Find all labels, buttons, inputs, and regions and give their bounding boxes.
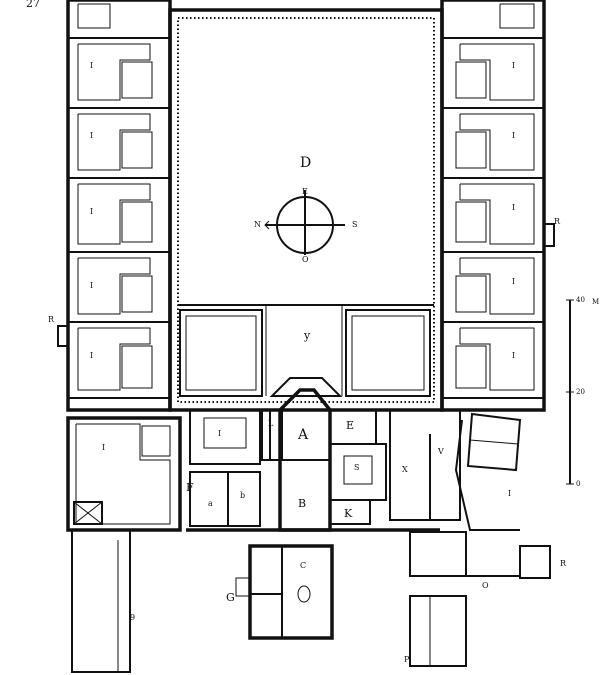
room-9-label: 9 xyxy=(130,613,136,622)
room-v-label: V xyxy=(438,447,444,456)
cell-mark: I xyxy=(218,429,222,438)
compass-east: E xyxy=(302,187,308,196)
room-g-label: G xyxy=(226,591,235,604)
cell-mark: I xyxy=(512,203,516,212)
latrine-towers xyxy=(57,223,555,579)
cell-mark: I xyxy=(102,443,106,452)
room-a-small-label: a xyxy=(208,499,213,508)
hall-a-label: A xyxy=(298,427,309,443)
scale-tick-0: 0 xyxy=(576,480,581,488)
room-e-label: E xyxy=(346,419,355,432)
room-c-label: C xyxy=(300,561,307,570)
east-service-rooms xyxy=(329,409,461,525)
room-x-label: X xyxy=(402,465,408,474)
room-f-label: F xyxy=(186,481,194,494)
hall-b-label: B xyxy=(298,497,307,510)
southwest-block xyxy=(66,416,182,532)
cell-mark: I xyxy=(512,351,516,360)
scale-unit: M xyxy=(592,298,600,306)
garden-plots xyxy=(179,305,431,397)
west-service-rooms xyxy=(186,409,440,532)
compass-south: S xyxy=(352,220,358,229)
compass-north: N xyxy=(254,220,261,229)
courtyard-label: D xyxy=(300,155,312,171)
cell-mark: I xyxy=(90,61,94,70)
room-o-label: O xyxy=(482,581,489,590)
compass-west: O xyxy=(302,255,309,264)
cell-mark: I xyxy=(512,277,516,286)
room-k-label: K xyxy=(344,507,353,520)
south-annexes xyxy=(71,530,520,673)
scale-bar xyxy=(566,299,574,485)
scale-tick-20: 20 xyxy=(576,388,585,396)
room-l-label: L xyxy=(268,419,274,428)
west-cells xyxy=(66,0,172,412)
cell-mark: I xyxy=(90,207,94,216)
cell-mark: I xyxy=(90,281,94,290)
cell-mark: I xyxy=(90,351,94,360)
plate-number: 27 xyxy=(26,0,40,10)
scale-tick-40: 40 xyxy=(576,296,585,304)
cell-mark: I xyxy=(512,131,516,140)
shrine-label: y xyxy=(304,329,311,342)
tower-r-south-label: R xyxy=(560,559,567,568)
compass-rose xyxy=(264,190,345,255)
room-p-label: P xyxy=(404,655,410,664)
cell-mark: I xyxy=(90,131,94,140)
east-angled-rooms xyxy=(454,412,522,531)
room-b-small-label: b xyxy=(240,491,246,500)
room-s-label: S xyxy=(354,463,360,472)
cell-mark: I xyxy=(508,489,512,498)
tower-r-west-label: R xyxy=(48,315,55,324)
tower-r-east-label: R xyxy=(554,217,561,226)
cell-mark: I xyxy=(512,61,516,70)
east-cells xyxy=(440,0,546,412)
